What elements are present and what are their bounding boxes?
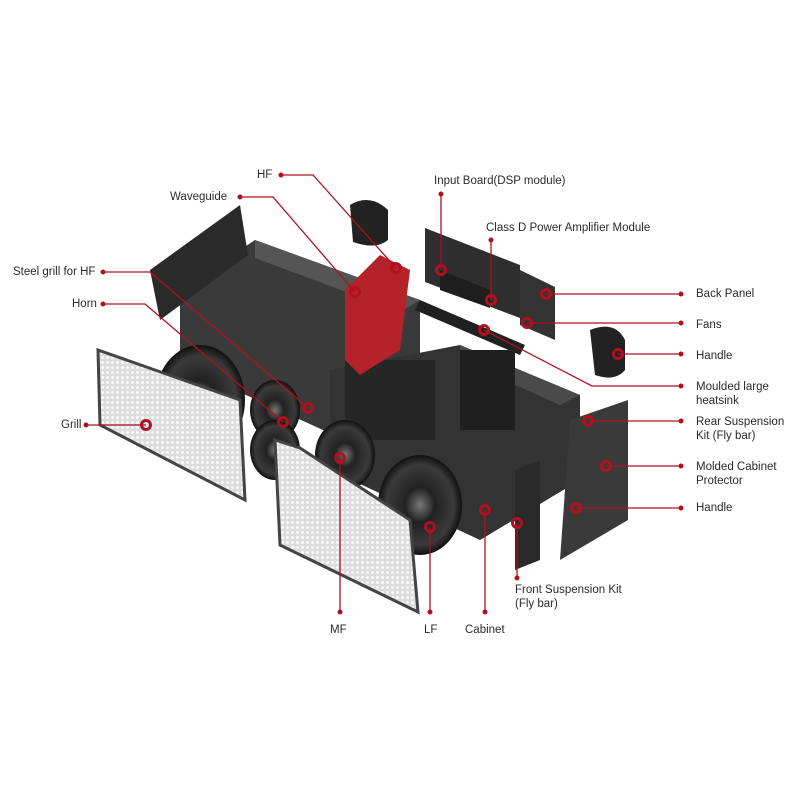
label-handle-top: Handle [696, 350, 733, 362]
input-board-part [425, 228, 520, 318]
label-mf: MF [330, 624, 347, 636]
label-grill: Grill [61, 419, 82, 431]
front-suspension-part [515, 460, 540, 570]
label-cabinet-protector: Molded Cabinet Protector [696, 461, 777, 487]
rear-suspension-part [560, 400, 628, 560]
label-back-panel: Back Panel [696, 288, 755, 300]
amplifier-module-part [440, 270, 490, 308]
label-cabinet: Cabinet [465, 624, 505, 636]
hf-part [350, 200, 388, 246]
part-markers [140, 262, 624, 533]
label-hf: HF [257, 169, 273, 181]
label-waveguide: Waveguide [170, 191, 228, 203]
handle-top-part [590, 326, 625, 378]
grill-right-part [273, 437, 420, 615]
label-front-suspension: Front Suspension Kit (Fly bar) [515, 584, 622, 610]
label-handle-bottom: Handle [696, 502, 733, 514]
leader-lines [86, 174, 681, 612]
label-rear-suspension: Rear Suspension Kit (Fly bar) [696, 416, 785, 442]
heatsink-part [415, 300, 525, 355]
back-panel-part [520, 270, 555, 340]
waveguide-part [345, 255, 410, 375]
label-lf: LF [424, 624, 438, 636]
grill-left-part [96, 347, 247, 503]
label-heatsink: Moulded large heatsink [696, 381, 769, 407]
label-steel-grill: Steel grill for HF [13, 266, 96, 278]
label-fans: Fans [696, 319, 722, 331]
leader-dots [83, 172, 684, 615]
label-horn: Horn [72, 298, 97, 310]
front-frame-part [150, 205, 248, 320]
label-input-board: Input Board(DSP module) [434, 175, 566, 187]
label-class-d: Class D Power Amplifier Module [486, 222, 651, 234]
